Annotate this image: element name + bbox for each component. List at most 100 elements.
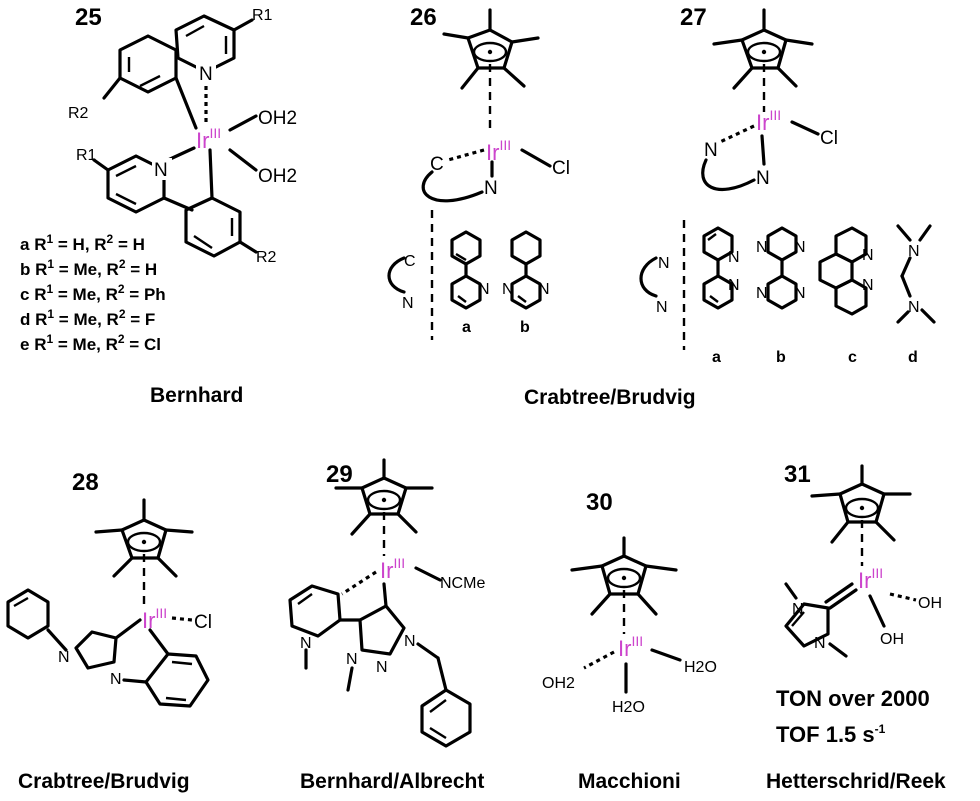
variant-b: b R1 = Me, R2 = H: [20, 257, 157, 279]
compound-27: 27 IrIII Cl N N: [680, 4, 838, 192]
compound-number-28: 28: [72, 469, 99, 496]
compound-29: 29 IrIII NCMe N N N N: [288, 458, 485, 748]
aqua-ligand-bottom: OH2: [258, 166, 297, 187]
svg-text:N: N: [300, 635, 312, 652]
variant-e: e R1 = Me, R2 = Cl: [20, 332, 161, 354]
svg-text:N: N: [58, 649, 70, 666]
cp-star-ring: [360, 476, 408, 516]
cp-star-ring: [600, 554, 648, 596]
nitrogen-donor: N: [756, 168, 770, 189]
nitrogen-donor: N: [484, 178, 498, 199]
svg-text:N: N: [862, 277, 874, 294]
phenyl-ring: [420, 688, 472, 748]
phenyl-ring: [144, 652, 210, 708]
svg-text:N: N: [478, 281, 490, 298]
substituent-r2: R2: [256, 249, 277, 266]
metrics-31: TON over 2000 TOF 1.5 s-1: [776, 686, 930, 747]
nitrogen-donor: N: [704, 140, 718, 161]
cp-star-ring: [740, 28, 788, 70]
cp-star-ring: [838, 482, 886, 524]
svg-text:N: N: [814, 635, 826, 652]
ligand-label-a: a: [712, 349, 721, 366]
compound-number-27: 27: [680, 4, 707, 31]
compound-28: 28 IrIII Cl N N: [6, 469, 212, 708]
variant-a: a R1 = H, R2 = H: [20, 232, 145, 254]
cp-star-ring: [466, 28, 514, 70]
compound-number-30: 30: [586, 489, 613, 516]
compound-number-26: 26: [410, 4, 437, 31]
triazolylidene-ring: [358, 604, 406, 656]
chloride-ligand: Cl: [820, 128, 838, 149]
chloride-ligand: Cl: [194, 612, 212, 633]
ligand-set-26: C N N a N N b: [387, 210, 550, 340]
iridium-center-28: IrIII: [142, 605, 167, 633]
caption-bernhard: Bernhard: [150, 384, 243, 407]
imidazolylidene-ring: [784, 602, 830, 648]
svg-text:N: N: [502, 281, 514, 298]
acetonitrile-ligand: NCMe: [440, 575, 485, 592]
iridium-center-26: IrIII: [486, 137, 511, 165]
svg-text:N: N: [728, 249, 740, 266]
compound-number-29: 29: [326, 461, 353, 488]
svg-text:N: N: [658, 255, 670, 272]
ligand-label-c: c: [848, 349, 857, 366]
aqua-ligand-right: H2O: [684, 659, 717, 676]
iridium-center-29: IrIII: [380, 555, 405, 583]
aqua-ligand-left: OH2: [542, 675, 575, 692]
hydroxide-ligand-bottom: OH: [880, 631, 904, 648]
svg-text:N: N: [862, 247, 874, 264]
substituent-r1: R1: [76, 147, 97, 164]
caption-crabtree-bottom: Crabtree/Brudvig: [18, 770, 190, 793]
caption-macchioni: Macchioni: [578, 770, 681, 793]
phenyl-ring: [6, 588, 50, 640]
chelate-arc: [701, 158, 756, 192]
aqua-ligand-top: OH2: [258, 108, 297, 129]
atom-nitrogen: N: [154, 160, 168, 181]
compound-30: 30 IrIII OH2 H2O H2O: [542, 489, 717, 716]
svg-text:N: N: [538, 281, 550, 298]
iridium-center-27: IrIII: [756, 107, 781, 135]
variant-list-25: a R1 = H, R2 = H b R1 = Me, R2 = H c R1 …: [20, 232, 166, 354]
svg-text:N: N: [110, 671, 122, 688]
svg-text:N: N: [908, 299, 920, 316]
svg-text:N: N: [756, 285, 768, 302]
nitrogen-donor: N: [402, 295, 414, 312]
variant-d: d R1 = Me, R2 = F: [20, 307, 155, 329]
substituent-r2: R2: [68, 105, 89, 122]
substituent-r1: R1: [252, 7, 273, 24]
chloride-ligand: Cl: [552, 158, 570, 179]
aqua-ligand-bottom: H2O: [612, 699, 645, 716]
atom-nitrogen: N: [199, 64, 213, 85]
turnover-frequency: TOF 1.5 s-1: [776, 722, 886, 747]
compound-number-31: 31: [784, 461, 811, 488]
hydroxide-ligand-right: OH: [918, 595, 942, 612]
svg-text:N: N: [404, 633, 416, 650]
svg-text:N: N: [794, 239, 806, 256]
caption-hetterschrid: Hetterschrid/Reek: [766, 770, 946, 793]
carbon-donor: C: [430, 154, 444, 175]
ligand-label-a: a: [462, 319, 471, 336]
pyridylidene-ring: [288, 584, 342, 638]
iridium-center-30: IrIII: [618, 633, 643, 661]
compound-number-25: 25: [75, 4, 102, 31]
compound-31: 31 IrIII OH OH N N: [784, 461, 942, 658]
svg-text:N: N: [792, 601, 804, 618]
caption-bernhard-albrecht: Bernhard/Albrecht: [300, 770, 484, 793]
svg-text:N: N: [376, 659, 388, 676]
carbon-donor: C: [404, 253, 416, 270]
ligand-label-d: d: [908, 349, 918, 366]
variant-c: c R1 = Me, R2 = Ph: [20, 282, 166, 304]
ligand-label-b: b: [520, 319, 530, 336]
compound-26: 26 IrIII Cl C N: [410, 4, 570, 203]
ligand-label-b: b: [776, 349, 786, 366]
cp-star-ring: [120, 518, 168, 560]
caption-crabtree-top: Crabtree/Brudvig: [524, 386, 696, 409]
svg-text:N: N: [728, 277, 740, 294]
ligand-set-27: N N N N a N N N N b N N c N N: [639, 220, 936, 366]
pyridine-ring: [174, 14, 236, 74]
imidazolylidene-ring: [74, 630, 118, 670]
turnover-number: TON over 2000: [776, 686, 930, 711]
svg-text:N: N: [794, 285, 806, 302]
svg-text:N: N: [908, 243, 920, 260]
